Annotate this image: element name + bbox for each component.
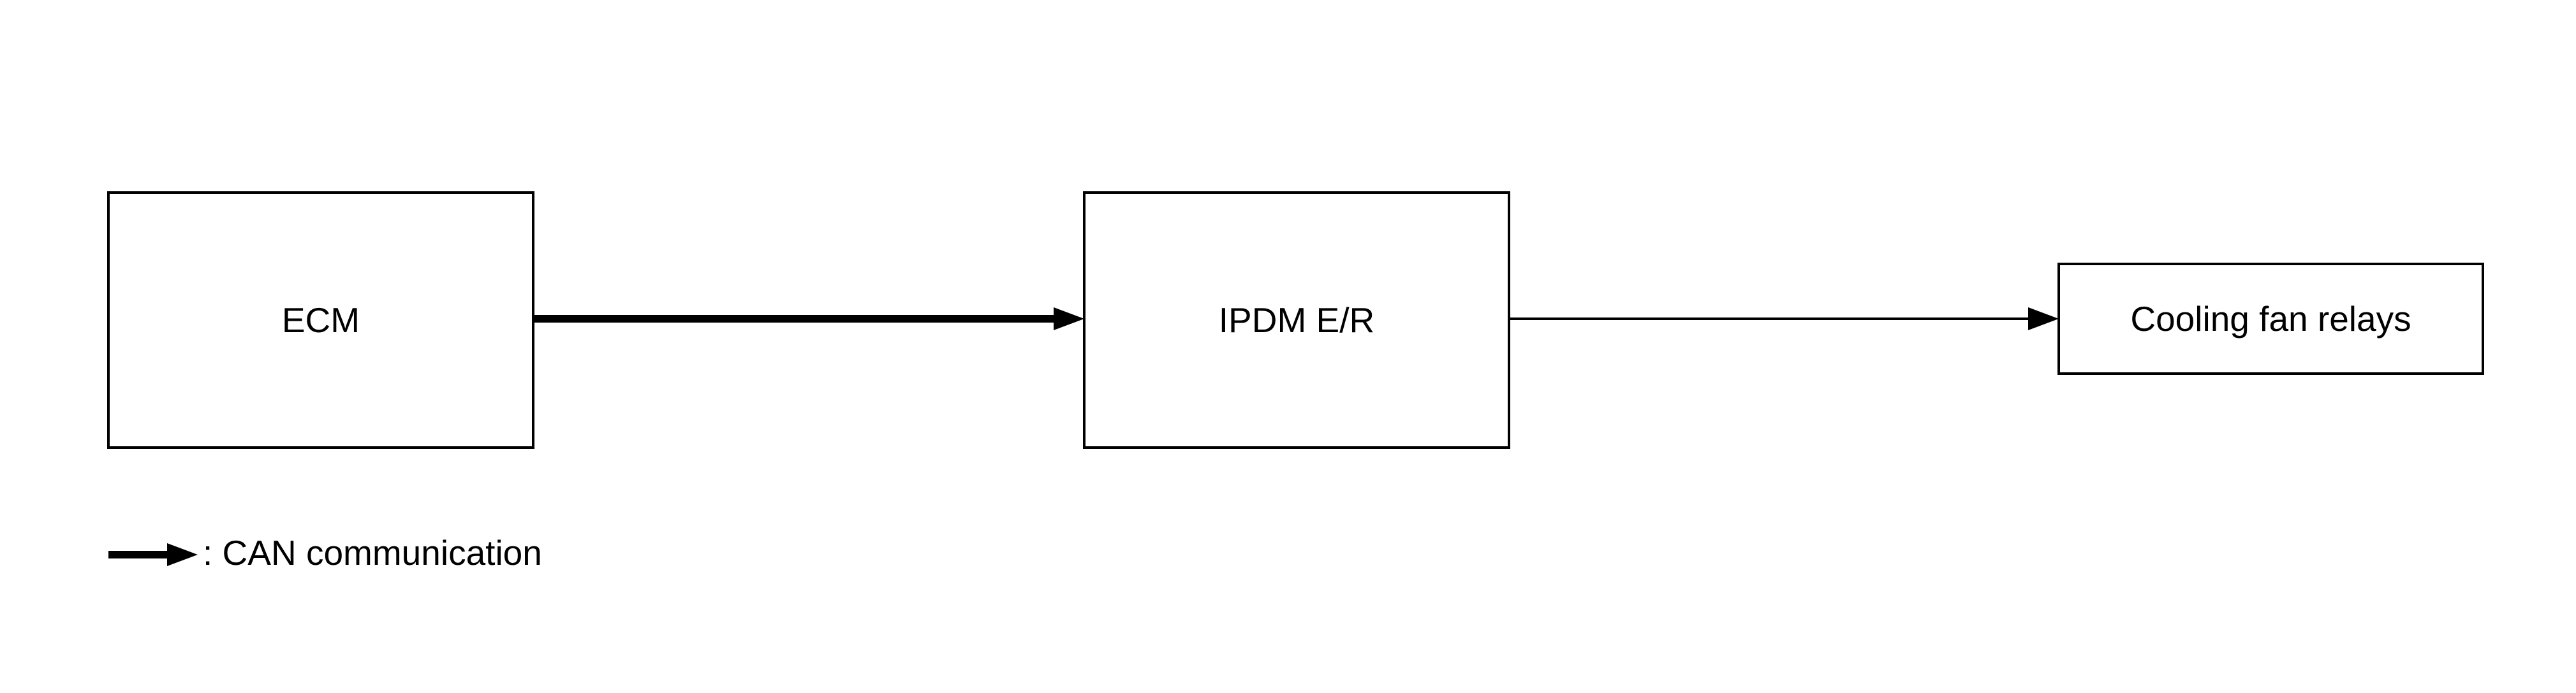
ipdm-label: IPDM E/R: [1218, 300, 1375, 340]
legend-can-arrow-icon: [108, 543, 198, 566]
thin-arrow-head: [2028, 307, 2059, 330]
legend-arrow-head: [167, 543, 198, 566]
ecm-label: ECM: [281, 300, 360, 340]
legend-can-label: : CAN communication: [203, 532, 542, 573]
can-arrow-head: [1054, 307, 1084, 330]
ipdm-box: [1083, 191, 1510, 449]
can-arrow-ecm-to-ipdm: [533, 307, 1084, 330]
arrow-ipdm-to-relays: [1509, 307, 2059, 330]
relays-box: [2057, 263, 2484, 375]
ecm-box: [107, 191, 534, 449]
cooling-fan-relays-label: Cooling fan relays: [2130, 298, 2411, 339]
